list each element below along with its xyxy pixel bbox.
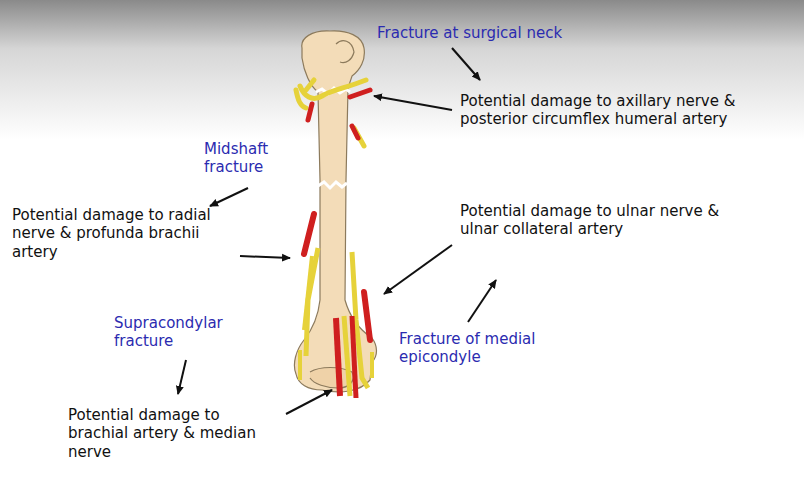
fracture-heading: Midshaft fracture <box>204 140 296 177</box>
fracture-heading: Fracture of medial epicondyle <box>399 330 579 367</box>
fracture-line <box>318 182 347 188</box>
nerve <box>344 316 350 396</box>
artery <box>336 318 340 396</box>
artery <box>352 316 356 398</box>
damage-note: Potential damage to axillary nerve & pos… <box>460 92 760 129</box>
nerve <box>300 350 372 380</box>
artery <box>304 214 314 254</box>
damage-note: Potential damage to ulnar nerve & ulnar … <box>460 202 760 239</box>
damage-note: Potential damage to radial nerve & profu… <box>12 206 232 261</box>
background-band <box>0 0 804 140</box>
fracture-heading: Fracture at surgical neck <box>377 24 677 42</box>
fracture-heading: Supracondylar fracture <box>114 314 254 351</box>
damage-note: Potential damage to brachial artery & me… <box>68 406 283 461</box>
nerve <box>296 80 366 146</box>
nerve <box>304 256 312 330</box>
artery <box>308 90 370 138</box>
artery <box>364 292 370 340</box>
